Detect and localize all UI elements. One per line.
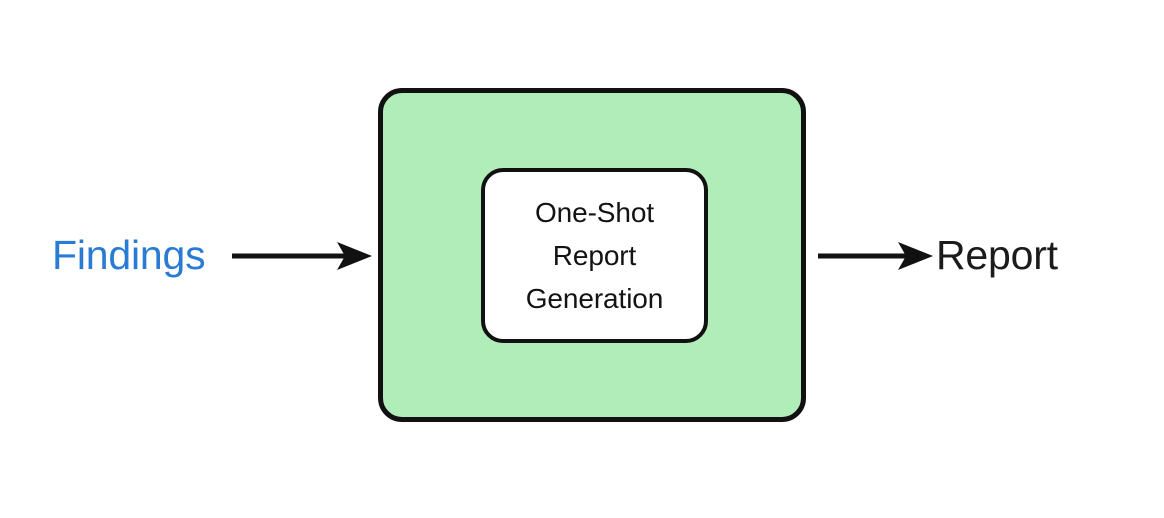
arrow-findings-to-container (232, 242, 372, 270)
output-label-report: Report (936, 232, 1058, 278)
node-label: One-Shot Report Generation (525, 197, 664, 314)
node-one-shot-report-generation[interactable]: One-Shot Report Generation (481, 168, 708, 343)
arrow-container-to-report (818, 242, 933, 270)
input-label-findings: Findings (52, 232, 206, 278)
